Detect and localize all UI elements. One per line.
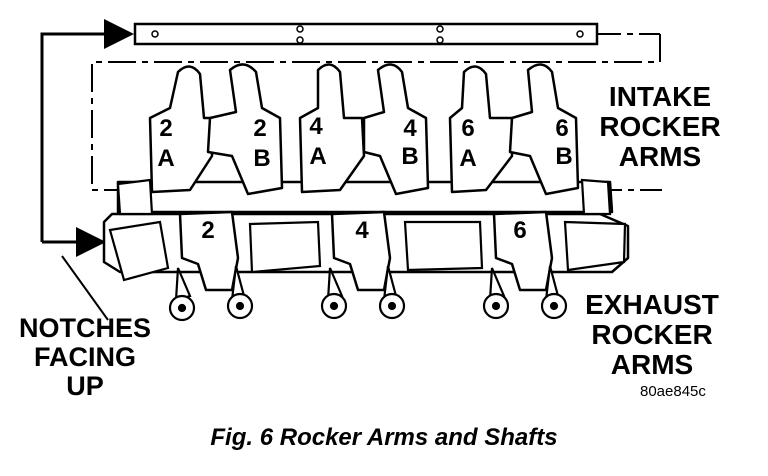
exhaust-rocker-arms — [178, 210, 554, 292]
notches-facing-up-callout: NOTCHES FACING UP — [6, 313, 164, 402]
exhaust-arm-3-number: 6 — [513, 217, 526, 244]
exhaust-callout-line-2: ROCKER — [591, 319, 713, 351]
pedestals — [108, 178, 627, 282]
intake-rocker-arms — [148, 63, 580, 196]
intake-arm-4-letter: B — [401, 143, 418, 170]
install-arrow — [40, 19, 134, 257]
intake-callout-line-2: ROCKER — [599, 111, 721, 143]
intake-arm-labels: 2 A 2 B 4 A 4 B 6 A 6 B — [157, 113, 572, 172]
intake-callout-line-3: ARMS — [618, 141, 702, 173]
intake-arm-4-number: 4 — [403, 115, 417, 142]
figure-code: 80ae845c — [640, 383, 706, 400]
intake-arm-2-letter: B — [253, 145, 270, 172]
exhaust-arm-labels: 2 4 6 — [201, 217, 526, 244]
exhaust-arm-2-number: 4 — [355, 217, 369, 244]
figure-caption: Fig. 6 Rocker Arms and Shafts — [210, 424, 558, 451]
exhaust-callout-line-3: ARMS — [610, 349, 694, 381]
notches-leader — [61, 255, 109, 321]
intake-arm-5-number: 6 — [461, 115, 474, 142]
intake-callout-line-1: INTAKE — [608, 81, 712, 112]
intake-arm-5-letter: A — [459, 145, 476, 172]
exhaust-adjusters — [168, 265, 568, 322]
notches-callout-line-1: NOTCHES — [18, 313, 151, 343]
intake-rocker-arms-callout: INTAKE ROCKER ARMS — [585, 81, 735, 173]
intake-arm-3-number: 4 — [309, 113, 323, 140]
exhaust-rocker-arms-callout: EXHAUST ROCKER ARMS — [572, 289, 732, 381]
exhaust-callout-line-1: EXHAUST — [585, 289, 719, 320]
notches-callout-line-2: FACING — [33, 342, 136, 373]
intake-arm-6-letter: B — [555, 143, 572, 170]
intake-arm-1-letter: A — [157, 145, 174, 172]
intake-arm-1-number: 2 — [159, 115, 172, 142]
rocker-shaft — [133, 22, 660, 46]
intake-arm-3-letter: A — [309, 143, 326, 170]
intake-arm-2-number: 2 — [253, 115, 266, 142]
notches-callout-line-3: UP — [66, 371, 104, 402]
exhaust-arm-1-number: 2 — [201, 217, 214, 244]
intake-arm-6-number: 6 — [555, 115, 568, 142]
